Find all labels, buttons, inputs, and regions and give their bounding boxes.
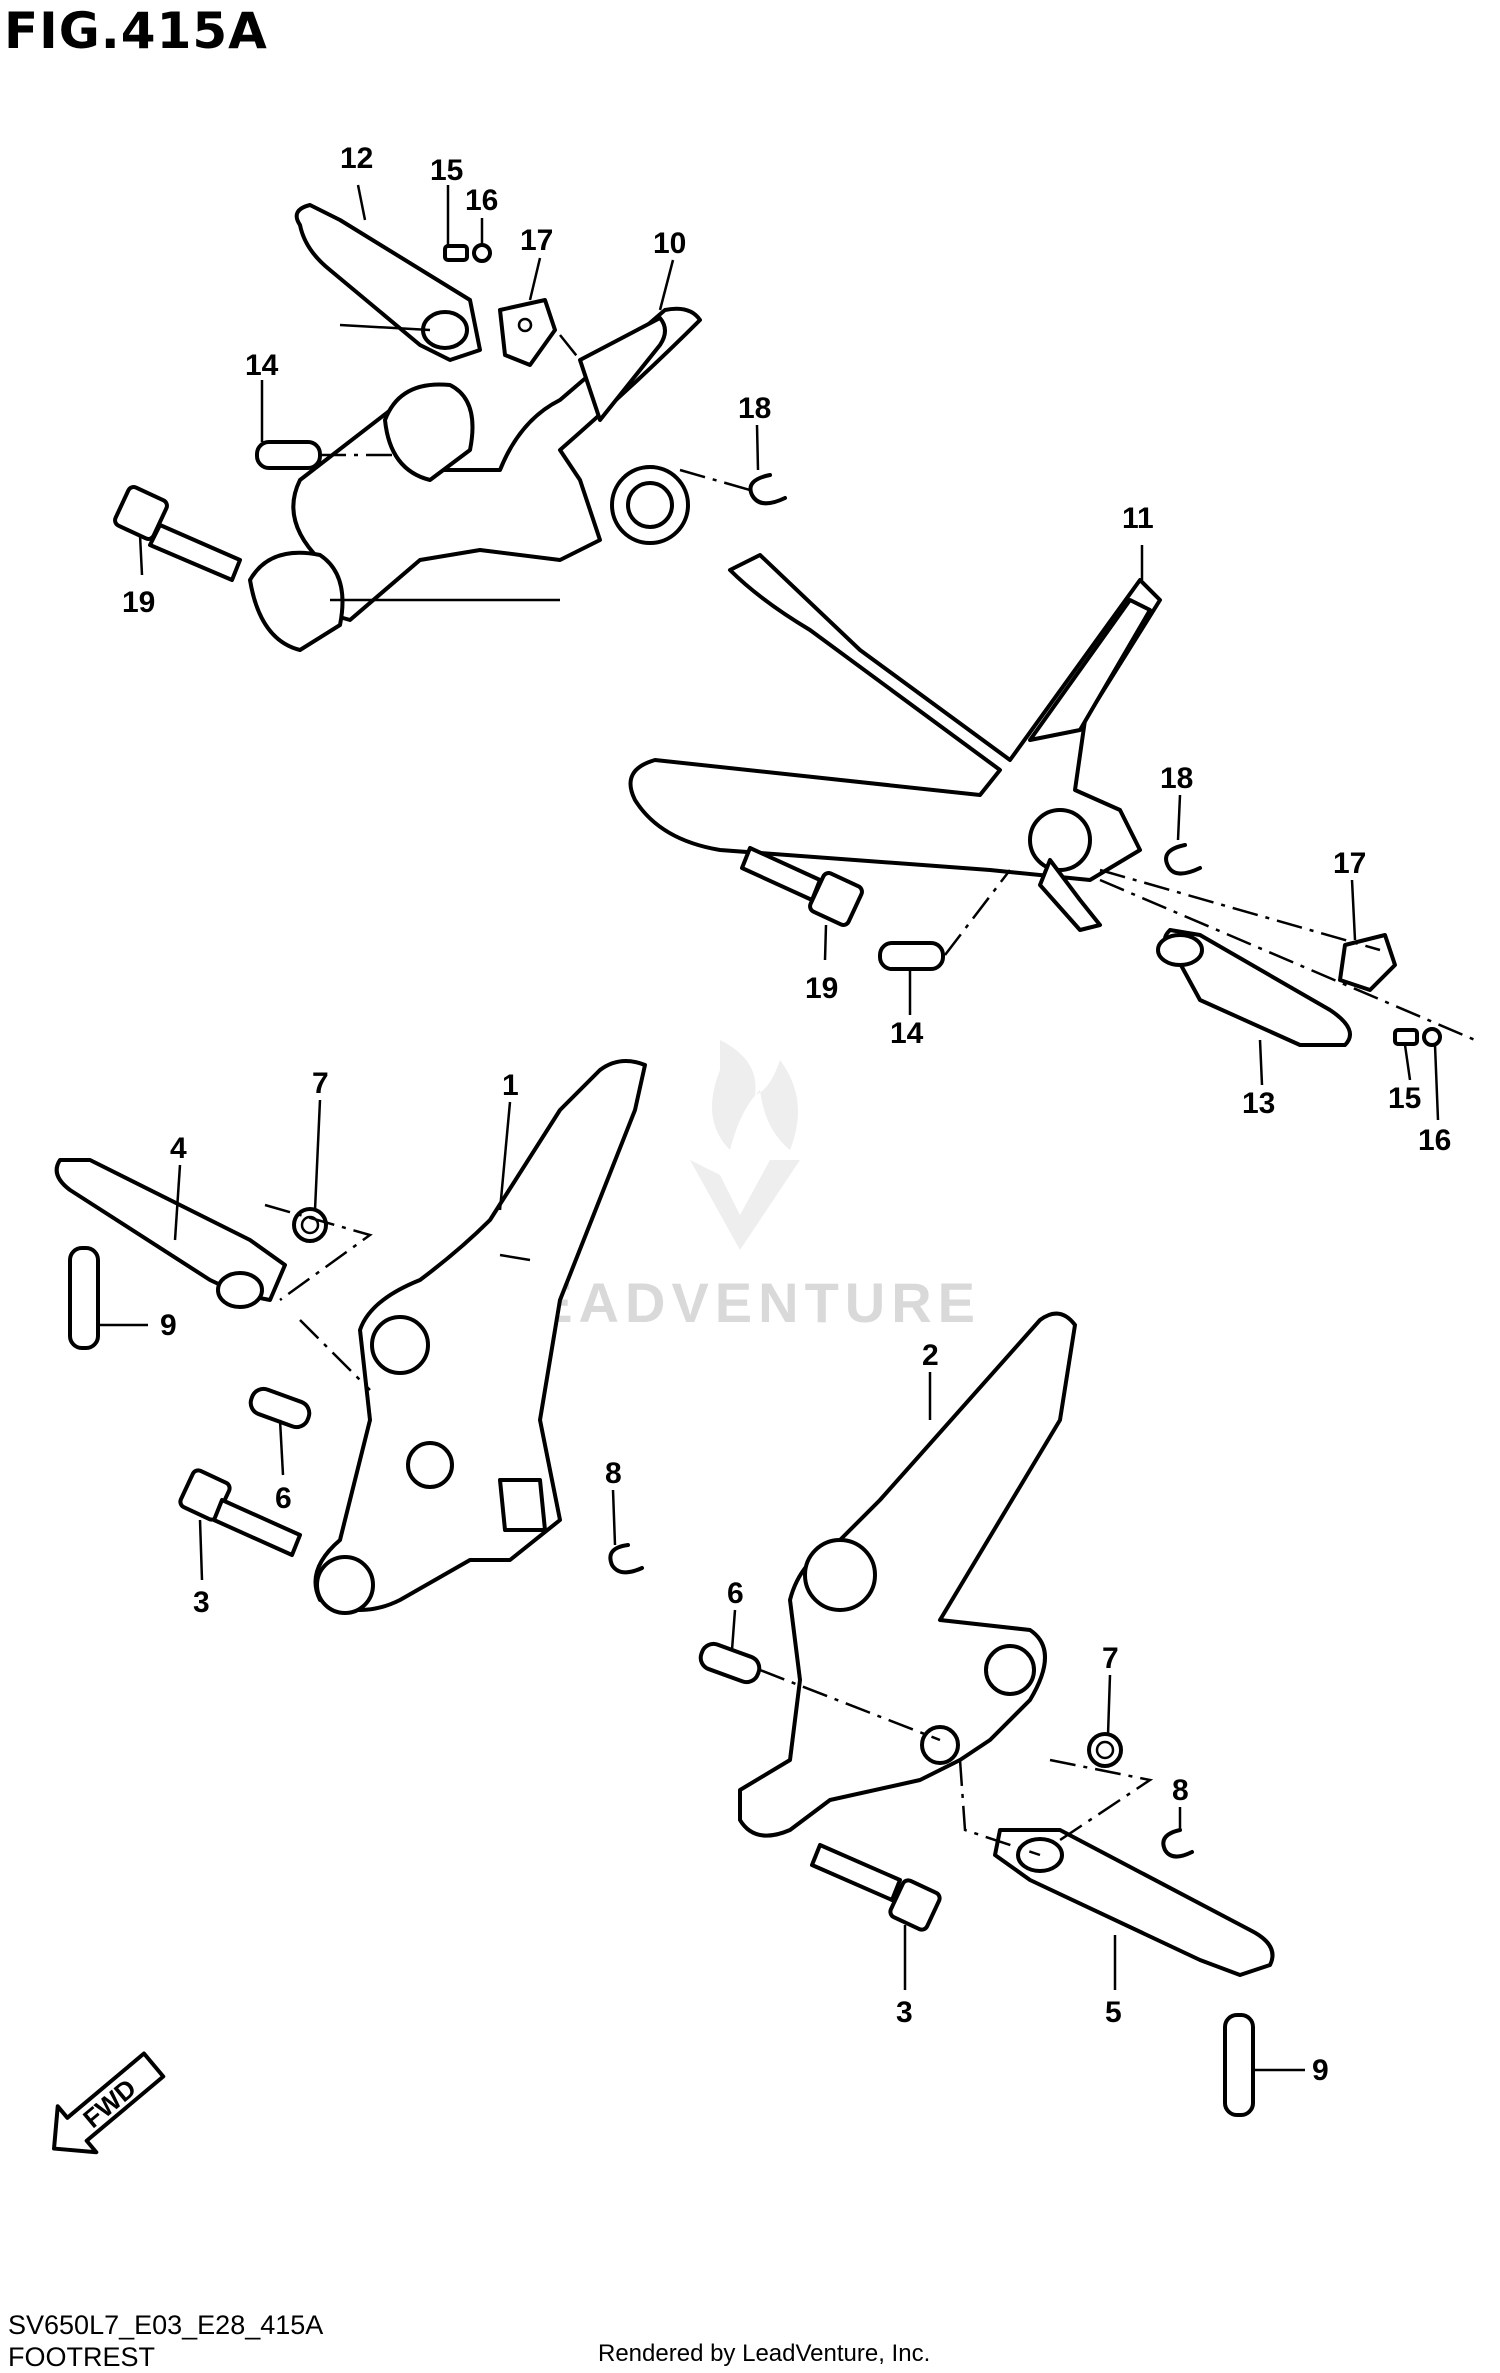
callout-6-b: 6 xyxy=(727,1577,744,1610)
callout-6: 6 xyxy=(275,1482,292,1515)
part-17-plate-b xyxy=(1338,933,1397,992)
part-14-pin-b xyxy=(878,941,945,971)
part-7-spring-b xyxy=(1087,1732,1123,1768)
figure-description: FOOTREST xyxy=(8,2342,155,2372)
part-15-spring-b xyxy=(1393,1028,1419,1046)
callout-16: 16 xyxy=(465,184,498,217)
callout-14: 14 xyxy=(245,349,279,382)
callout-3: 3 xyxy=(193,1586,210,1619)
figure-title: FIG.415A xyxy=(4,2,268,60)
part-16-ball-b xyxy=(1422,1027,1442,1047)
part-17-plate xyxy=(498,298,557,367)
callout-15-b: 15 xyxy=(1388,1082,1421,1115)
part-4-front-footpeg xyxy=(54,1158,287,1309)
callout-13: 13 xyxy=(1242,1087,1275,1120)
part-15-spring-small xyxy=(443,244,469,262)
part-18-clip-a xyxy=(748,473,787,506)
callout-2: 2 xyxy=(922,1339,939,1372)
callout-9: 9 xyxy=(160,1309,177,1342)
callout-18-b: 18 xyxy=(1160,762,1193,795)
part-2-front-footrest-bracket xyxy=(738,1311,1077,1838)
part-13-rear-footpeg xyxy=(1156,928,1352,1047)
part-9-pin-a xyxy=(68,1246,100,1350)
callout-12: 12 xyxy=(340,142,373,175)
part-12-rear-footpeg xyxy=(294,203,482,362)
part-6-pin-b xyxy=(698,1641,762,1685)
part-8-clip-b xyxy=(1161,1828,1194,1859)
part-11-rear-footrest-bracket xyxy=(628,553,1162,932)
callout-16-b: 16 xyxy=(1418,1124,1451,1157)
part-1-front-footrest-bracket xyxy=(313,1059,647,1615)
part-18-clip-b xyxy=(1164,843,1202,876)
part-19-bolt-b xyxy=(740,846,864,927)
callout-7-b: 7 xyxy=(1102,1642,1119,1675)
watermark-logo-icon xyxy=(690,1040,800,1250)
callout-17: 17 xyxy=(520,224,553,257)
callout-5: 5 xyxy=(1105,1996,1122,2029)
callout-4: 4 xyxy=(170,1132,187,1165)
part-16-ball xyxy=(472,243,492,263)
part-10-rear-footrest-bracket xyxy=(248,306,702,652)
callout-10: 10 xyxy=(653,227,686,260)
callout-17-b: 17 xyxy=(1333,847,1366,880)
callout-1: 1 xyxy=(502,1069,519,1102)
model-code: SV650L7_E03_E28_415A xyxy=(8,2310,324,2340)
callout-19-b: 19 xyxy=(805,972,838,1005)
part-9-pin-b xyxy=(1223,2013,1255,2117)
callout-19: 19 xyxy=(122,586,155,619)
callout-14-b: 14 xyxy=(890,1017,924,1050)
part-3-bolt-a xyxy=(178,1468,302,1557)
part-19-bolt-a xyxy=(113,485,242,582)
part-8-clip-a xyxy=(608,1543,644,1575)
render-credit: Rendered by LeadVenture, Inc. xyxy=(598,2340,931,2367)
callout-8: 8 xyxy=(605,1457,622,1490)
callout-3-b: 3 xyxy=(896,1996,913,2029)
part-6-pin-a xyxy=(248,1386,312,1430)
part-3-bolt-b xyxy=(810,1843,942,1932)
callout-8-b: 8 xyxy=(1172,1774,1189,1807)
part-5-front-footpeg xyxy=(993,1828,1275,1977)
callout-18: 18 xyxy=(738,392,771,425)
callout-15: 15 xyxy=(430,154,463,187)
part-14-pin-a xyxy=(255,440,322,470)
callout-11: 11 xyxy=(1122,502,1154,535)
callout-7: 7 xyxy=(312,1067,329,1100)
callout-9-b: 9 xyxy=(1312,2054,1329,2087)
fwd-arrow-icon: FWD xyxy=(52,2051,166,2155)
watermark-text: LEADVENTURE xyxy=(495,1271,981,1334)
